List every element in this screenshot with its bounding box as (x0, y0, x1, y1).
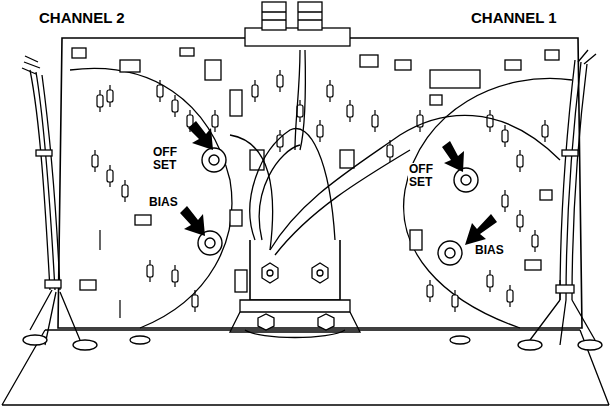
channel-label: CHANNEL 1 (470, 10, 558, 26)
adjustment-label: OFF SET (152, 146, 188, 171)
channel-label: CHANNEL 2 (38, 10, 126, 26)
adjustment-label: OFF SET (408, 163, 444, 188)
adjustment-label: BIAS (148, 196, 179, 209)
adjustment-label: BIAS (474, 244, 505, 257)
